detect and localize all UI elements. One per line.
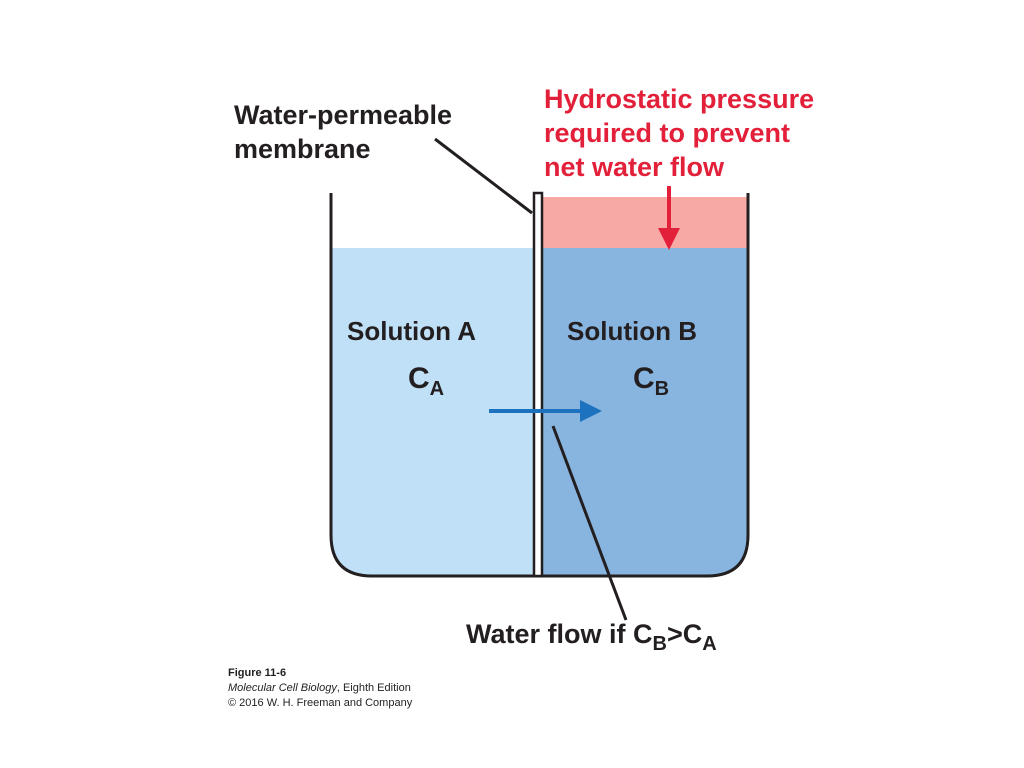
water-flow-label: Water flow if CB>CA <box>466 619 717 656</box>
figure-caption: Figure 11-6 Molecular Cell Biology, Eigh… <box>228 666 412 711</box>
membrane-label-line-1: Water-permeable <box>234 100 453 130</box>
solution-a-fill <box>332 248 536 575</box>
copyright-notice: © 2016 W. H. Freeman and Company <box>228 697 413 709</box>
book-reference: Molecular Cell Biology, Eighth Edition <box>228 681 412 696</box>
pressure-label-line-2: required to prevent <box>544 118 791 148</box>
solution-a-concentration: CA <box>408 362 444 401</box>
book-edition: , Eighth Edition <box>336 682 411 694</box>
membrane-label-line-2: membrane <box>234 134 371 164</box>
flow-label-prefix: Water flow if <box>466 619 633 649</box>
membrane-label: Water-permeable membrane <box>234 98 452 166</box>
conc-a-subscript: A <box>429 378 445 400</box>
conc-b-symbol: C <box>633 362 655 395</box>
flow-c2-subscript: A <box>702 633 717 655</box>
solution-a-label: Solution A <box>347 316 477 346</box>
figure-number: Figure 11-6 <box>228 667 287 679</box>
solution-b-concentration: CB <box>633 362 669 401</box>
water-permeable-membrane <box>532 191 544 578</box>
conc-b-subscript: B <box>654 378 670 400</box>
flow-arrow-head <box>580 400 602 422</box>
membrane-leader-line <box>434 137 533 215</box>
hydrostatic-pressure-label: Hydrostatic pressure required to prevent… <box>544 82 814 184</box>
flow-operator: > <box>666 619 683 649</box>
solution-b-fill <box>542 248 747 575</box>
pressure-arrow-head <box>658 228 680 250</box>
flow-c1: C <box>633 619 653 649</box>
book-title: Molecular Cell Biology <box>228 682 337 694</box>
hydrostatic-pressure-column <box>542 197 747 248</box>
flow-c2: C <box>682 619 703 649</box>
pressure-label-line-3: net water flow <box>544 152 725 182</box>
pressure-label-line-1: Hydrostatic pressure <box>544 84 815 114</box>
conc-a-symbol: C <box>408 362 430 395</box>
flow-leader-line <box>551 425 628 621</box>
solution-b-label: Solution B <box>567 316 697 346</box>
flow-c1-subscript: B <box>652 633 667 655</box>
